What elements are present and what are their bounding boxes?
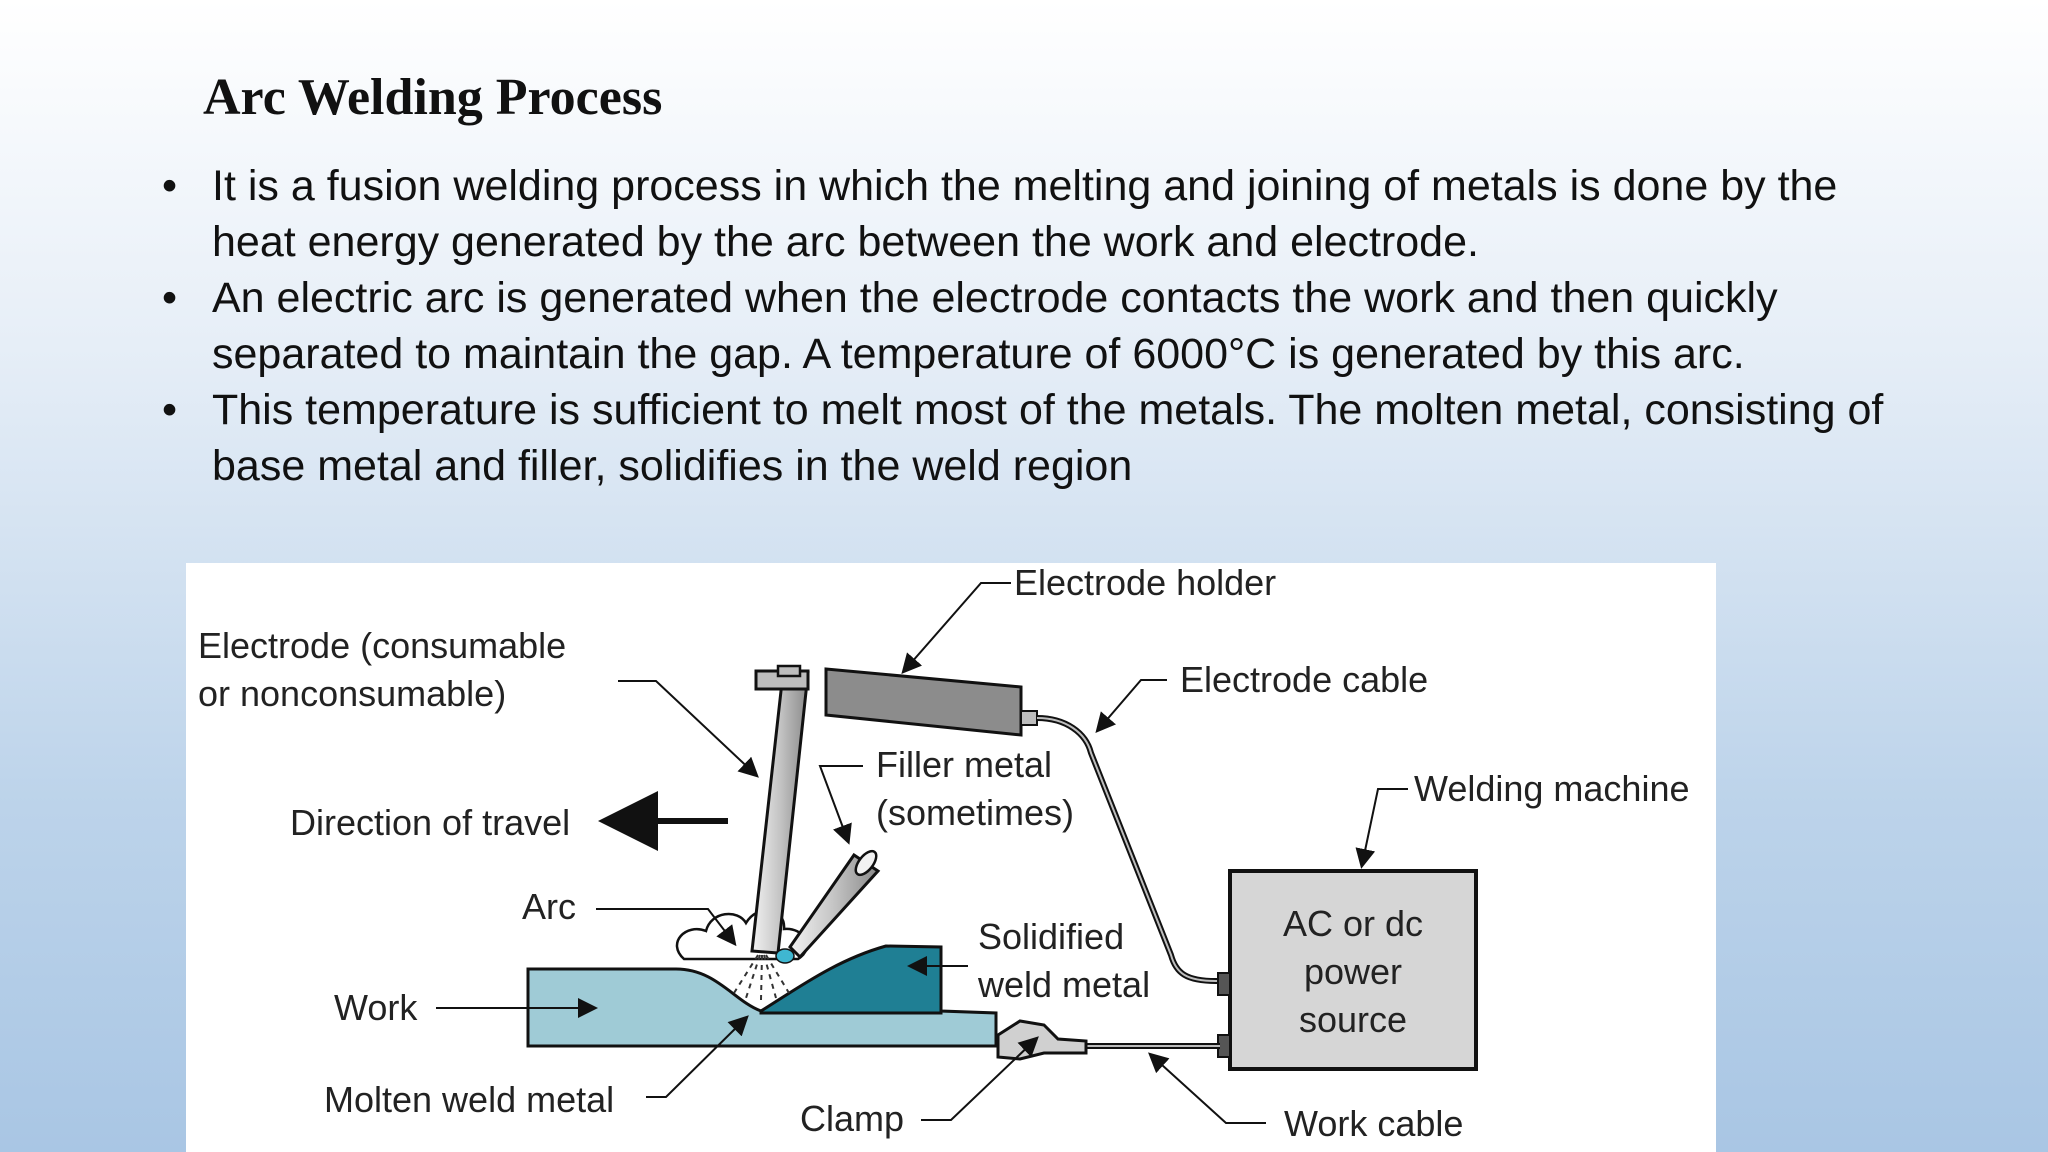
leader-work-cable [1148,1052,1266,1124]
arc-rays [733,954,790,1001]
label-solidified-line2: weld metal [977,964,1150,1005]
label-solidified-line1: Solidified [978,916,1124,957]
power-source-line2: power [1304,951,1402,992]
bullet-dot: • [162,162,178,210]
terminal-top [1217,972,1231,996]
leader-molten [646,1015,749,1098]
label-molten: Molten weld metal [324,1079,614,1120]
molten-drop [775,948,795,964]
label-clamp: Clamp [800,1098,904,1139]
label-welding-machine: Welding machine [1414,768,1689,809]
label-direction: Direction of travel [290,802,570,843]
leader-electrode-cable [1095,679,1167,734]
electrode-cap-top [776,664,802,678]
solidified-weld [759,944,943,1015]
bullet-text: It is a fusion welding process in which … [212,162,1838,266]
arc-welding-diagram: AC or dc power source Electrode holder E… [186,563,1716,1152]
bullet-list: • It is a fusion welding process in which… [160,158,1920,494]
holder-connector [1020,710,1038,726]
leader-electrode-holder [901,582,1011,675]
label-electrode-cable: Electrode cable [1180,659,1428,700]
bullet-text: This temperature is sufficient to melt m… [212,386,1884,490]
label-filler-line1: Filler metal [876,744,1052,785]
label-filler-line2: (sometimes) [876,792,1074,833]
label-work-cable: Work cable [1284,1103,1463,1144]
label-electrode-holder: Electrode holder [1014,563,1276,603]
electrode-rod [750,671,810,955]
electrode-cable-inner [1036,717,1220,982]
bullet-item: • This temperature is sufficient to melt … [160,382,1920,494]
bullet-dot: • [162,386,178,434]
filler-tip [854,849,878,877]
leader-arc [596,908,737,947]
leader-clamp [921,1036,1039,1121]
leader-electrode [618,680,759,778]
bullet-item: • It is a fusion welding process in which… [160,158,1920,270]
bullet-item: • An electric arc is generated when the e… [160,270,1920,382]
label-electrode-line1: Electrode (consumable [198,625,566,666]
power-source-line1: AC or dc [1283,903,1423,944]
slide-title: Arc Welding Process [203,69,663,126]
power-source-box [1228,869,1478,1071]
leader-welding-machine [1355,788,1408,869]
electrode-holder [824,667,1023,737]
label-arc: Arc [522,886,576,927]
power-source-line3: source [1299,999,1407,1040]
leader-lines [436,582,1408,1124]
diagram-svg: AC or dc power source Electrode holder E… [198,563,1689,1144]
clamp [996,1019,1088,1061]
label-electrode-line2: or nonconsumable) [198,673,506,714]
bullet-dot: • [162,274,178,322]
bullet-text: An electric arc is generated when the el… [212,274,1778,378]
label-work: Work [334,987,418,1028]
leader-filler [818,765,863,845]
